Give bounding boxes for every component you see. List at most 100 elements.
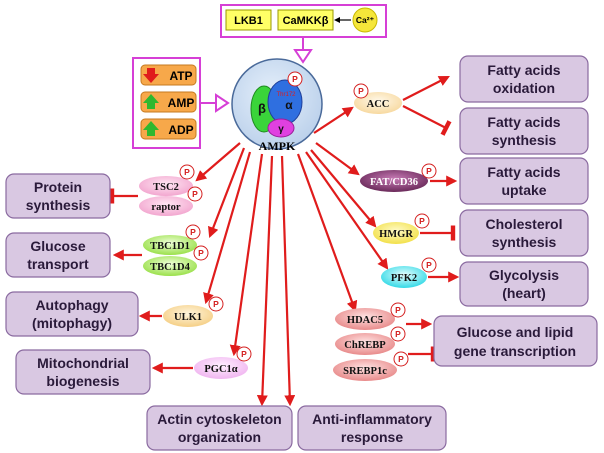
svg-text:FAT/CD36: FAT/CD36	[370, 177, 418, 188]
ampk-gamma-subunit	[267, 118, 295, 138]
svg-text:SREBP1c: SREBP1c	[343, 366, 387, 377]
svg-text:TBC1D4: TBC1D4	[150, 262, 190, 273]
outcome-anti-inflammatory: Anti-inflammatory response	[297, 405, 447, 451]
camkk-box	[277, 9, 334, 31]
thr172-label: Thr172	[276, 92, 296, 98]
svg-text:gene transcription: gene transcription	[454, 343, 576, 359]
svg-text:Fatty acids: Fatty acids	[487, 114, 560, 130]
svg-text:P: P	[192, 189, 198, 199]
hdac5-node	[335, 308, 395, 330]
ulk1-node	[163, 305, 213, 327]
atp-row: ATP	[140, 64, 197, 86]
svg-text:P: P	[358, 86, 364, 96]
phospho-icon	[421, 257, 437, 273]
svg-text:P: P	[395, 305, 401, 315]
ampk-label: AMPK	[259, 139, 296, 153]
svg-text:P: P	[292, 74, 298, 84]
svg-text:HDAC5: HDAC5	[347, 315, 383, 326]
svg-text:oxidation: oxidation	[493, 80, 555, 96]
outcome-glycolysis: Glycolysis (heart)	[459, 261, 589, 307]
svg-text:P: P	[426, 166, 432, 176]
svg-text:Fatty acids: Fatty acids	[487, 164, 560, 180]
svg-text:HMGR: HMGR	[379, 229, 413, 240]
svg-text:synthesis: synthesis	[492, 132, 557, 148]
adp-row: ADP	[140, 118, 197, 140]
outcome-fatty-acids-synthesis: Fatty acids synthesis	[459, 107, 589, 155]
up-arrow-icon	[143, 94, 159, 109]
svg-text:Glycolysis: Glycolysis	[489, 267, 559, 283]
pgc1a-node	[194, 357, 248, 379]
phospho-icon	[236, 346, 252, 362]
phospho-icon	[414, 213, 430, 229]
phospho-icon	[390, 326, 406, 342]
outcome-cholesterol-synthesis: Cholesterol synthesis	[459, 209, 589, 257]
phospho-icon	[179, 164, 195, 180]
outcome-actin-cytoskeleton: Actin cytoskeleton organization	[146, 405, 293, 451]
raptor-node	[139, 196, 193, 216]
tbc1d1-node	[143, 235, 197, 255]
outcome-autophagy: Autophagy (mitophagy)	[5, 291, 139, 337]
left-effect-connectors	[109, 188, 193, 374]
nucleotide-connector	[200, 93, 230, 113]
svg-text:P: P	[184, 167, 190, 177]
phospho-icon	[193, 245, 209, 261]
pfk2-node	[381, 266, 427, 288]
svg-text:Protein: Protein	[34, 179, 82, 195]
svg-text:organization: organization	[178, 429, 261, 445]
hmgr-node	[373, 222, 419, 244]
svg-text:ATP: ATP	[169, 69, 192, 83]
up-arrow-icon	[143, 121, 159, 136]
svg-text:uptake: uptake	[501, 182, 546, 198]
lkb1-box	[225, 9, 272, 31]
phospho-icon	[185, 224, 201, 240]
down-arrow-icon	[143, 68, 159, 83]
outcome-gene-transcription: Glucose and lipid gene transcription	[433, 315, 598, 367]
svg-text:ULK1: ULK1	[174, 312, 202, 323]
svg-text:AMP: AMP	[168, 96, 195, 110]
svg-text:response: response	[341, 429, 403, 445]
svg-text:P: P	[398, 354, 404, 364]
svg-text:TBC1D1: TBC1D1	[150, 241, 190, 252]
svg-text:P: P	[419, 216, 425, 226]
svg-text:synthesis: synthesis	[492, 234, 557, 250]
fat-cd36-node	[360, 170, 428, 192]
svg-text:PFK2: PFK2	[391, 273, 417, 284]
svg-text:Actin cytoskeleton: Actin cytoskeleton	[157, 411, 281, 427]
svg-text:P: P	[395, 329, 401, 339]
right-effect-connectors	[402, 75, 460, 362]
phospho-icon	[353, 83, 369, 99]
svg-text:ACC: ACC	[367, 99, 390, 110]
outcome-fatty-acids-oxidation: Fatty acids oxidation	[459, 55, 589, 103]
svg-text:ADP: ADP	[168, 123, 193, 137]
svg-text:P: P	[190, 227, 196, 237]
svg-text:Mitochondrial: Mitochondrial	[37, 355, 129, 371]
svg-text:P: P	[241, 349, 247, 359]
upstream-connector	[293, 37, 313, 64]
phospho-icon	[390, 302, 406, 318]
svg-text:raptor: raptor	[151, 202, 180, 213]
phospho-icon	[421, 163, 437, 179]
phospho-icon	[208, 296, 224, 312]
srebp1c-node	[333, 359, 397, 381]
gamma-label: γ	[278, 124, 284, 135]
lkb1-label: LKB1	[234, 15, 263, 27]
svg-text:(heart): (heart)	[502, 285, 546, 301]
phospho-icon	[287, 71, 303, 87]
svg-text:P: P	[426, 260, 432, 270]
svg-text:PGC1α: PGC1α	[204, 364, 237, 375]
svg-text:(mitophagy): (mitophagy)	[32, 315, 112, 331]
svg-text:Autophagy: Autophagy	[35, 297, 108, 313]
calcium-ion	[352, 7, 378, 33]
svg-text:P: P	[198, 248, 204, 258]
amp-row: AMP	[140, 91, 197, 113]
acc-node	[354, 92, 402, 114]
beta-label: β	[258, 101, 266, 116]
outcome-glucose-transport: Glucose transport	[5, 232, 111, 278]
svg-text:biogenesis: biogenesis	[46, 373, 119, 389]
phospho-icon	[393, 351, 409, 367]
alpha-label: α	[285, 98, 293, 112]
svg-text:Glucose and lipid: Glucose and lipid	[457, 324, 574, 340]
phospho-icon	[187, 186, 203, 202]
chrebp-node	[335, 333, 395, 355]
